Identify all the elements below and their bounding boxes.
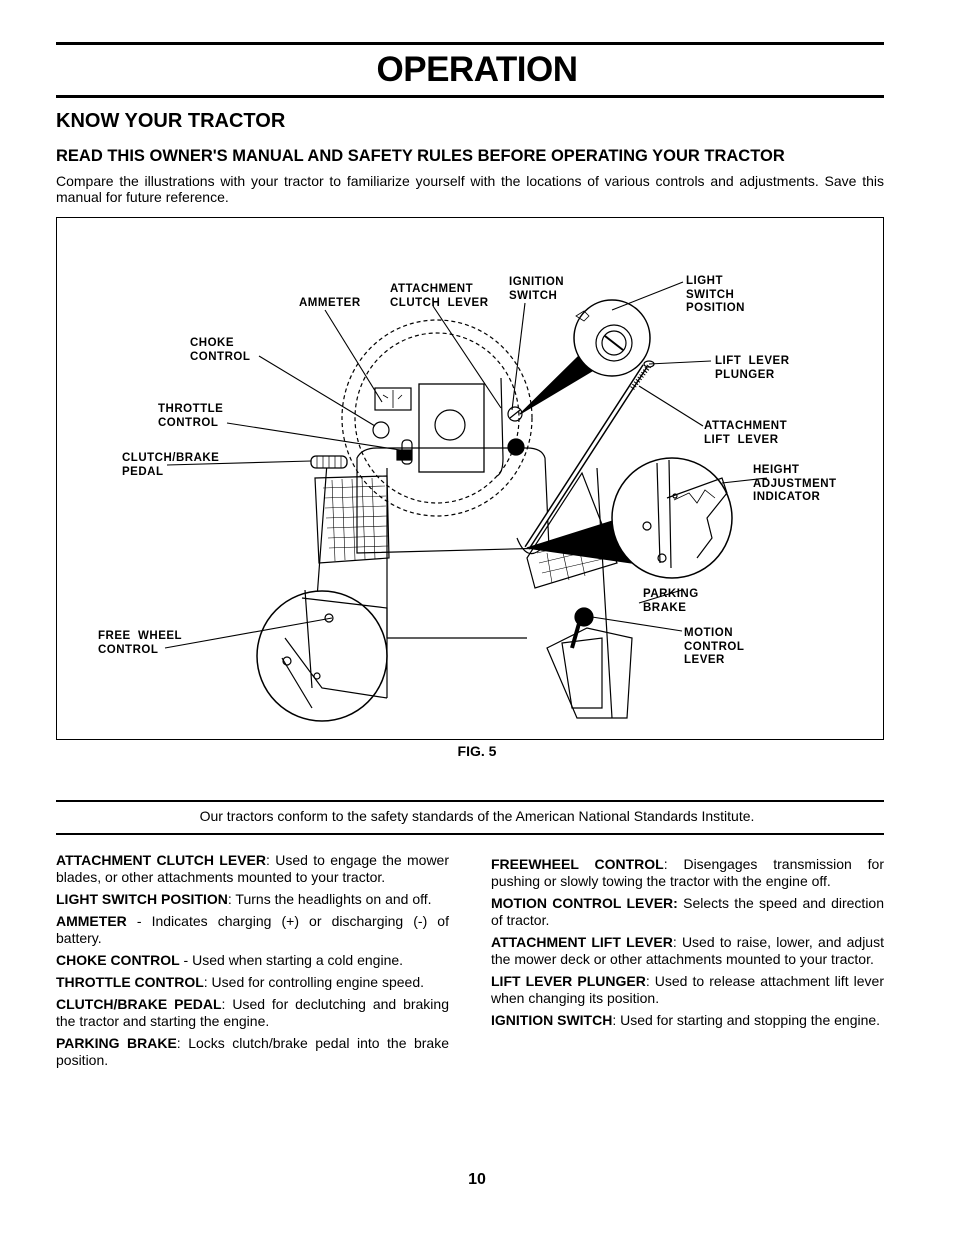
attachment-clutch-knob	[507, 438, 525, 456]
right-floor-mat	[526, 471, 618, 589]
label-attachment-lift-lever: ATTACHMENT LIFT LEVER	[704, 420, 788, 446]
description-item: PARKING BRAKE: Locks clutch/brake pedal …	[56, 1035, 450, 1068]
description-term: THROTTLE CONTROL	[56, 974, 204, 990]
label-parking-brake: PARKING BRAKE	[643, 588, 699, 614]
label-lift-lever-plunger: LIFT LEVER PLUNGER	[715, 355, 790, 381]
label-free-wheel-control: FREE WHEEL CONTROL	[98, 630, 183, 656]
description-term: IGNITION SWITCH	[491, 1012, 613, 1028]
description-item: IGNITION SWITCH: Used for starting and s…	[491, 1012, 881, 1028]
label-leader-lines	[164, 281, 768, 649]
description-term: MOTION CONTROL LEVER:	[491, 895, 678, 911]
description-item: LIFT LEVER PLUNGER: Used to release atta…	[491, 973, 884, 1006]
descriptions-right-column: FREEWHEEL CONTROL: Disengages transmissi…	[491, 856, 884, 1034]
section-heading: KNOW YOUR TRACTOR	[56, 110, 286, 132]
label-ignition-switch: IGNITION SWITCH	[509, 276, 565, 302]
figure-caption: FIG. 5	[457, 743, 497, 759]
description-text: Used to engage the mower blades, or othe…	[56, 852, 450, 885]
page-number: 10	[468, 1171, 486, 1188]
choke-knob	[372, 421, 390, 439]
description-term: ATTACHMENT LIFT LEVER	[491, 934, 673, 950]
ansi-notice: Our tractors conform to the safety stand…	[199, 808, 755, 824]
description-term: ATTACHMENT CLUTCH LEVER	[56, 852, 266, 868]
description-item: MOTION CONTROL LEVER: Selects the speed …	[491, 895, 884, 929]
description-item: ATTACHMENT CLUTCH LEVER: Used to engage …	[56, 852, 450, 885]
ignition-housing	[496, 377, 504, 477]
notice-bottom-rule	[56, 833, 884, 835]
label-motion-control-lever: MOTION CONTROL LEVER	[684, 627, 745, 666]
motion-control-housing	[546, 627, 633, 719]
description-text: Locks clutch/brake pedal into the brake …	[56, 1035, 450, 1068]
notice-top-rule	[56, 800, 884, 802]
description-term: CLUTCH/BRAKE PEDAL	[56, 996, 222, 1012]
top-rule	[56, 42, 884, 45]
left-floor-mat	[314, 475, 390, 564]
description-text: Used for controlling engine speed.	[211, 974, 425, 990]
intro-paragraph: Compare the illustrations with your trac…	[56, 173, 884, 205]
description-text: Used for declutching and braking the tra…	[56, 996, 449, 1029]
description-item: THROTTLE CONTROL: Used for controlling e…	[56, 974, 425, 990]
description-term: LIGHT SWITCH POSITION	[56, 891, 228, 907]
safety-subheading: READ THIS OWNER'S MANUAL AND SAFETY RULE…	[56, 147, 785, 165]
description-item: CHOKE CONTROL - Used when starting a col…	[56, 952, 404, 968]
tractor-body-lines	[316, 462, 613, 719]
tractor-illustration	[164, 281, 768, 722]
description-text: Used to release attachment lift lever wh…	[491, 973, 884, 1006]
free-wheel-detail-circle	[256, 590, 388, 722]
ignition-detail-circle	[573, 299, 651, 377]
ammeter-gauge	[374, 387, 412, 411]
description-text: Disengages transmission for pushing or s…	[491, 856, 885, 889]
label-choke-control: CHOKE CONTROL	[190, 337, 251, 363]
title-underline	[56, 95, 884, 98]
description-term: PARKING BRAKE	[56, 1035, 177, 1051]
description-text: Indicates charging (+) or discharging (-…	[56, 913, 449, 946]
page-title: OPERATION	[376, 50, 578, 89]
ignition-key	[507, 406, 523, 422]
description-item: ATTACHMENT LIFT LEVER: Used to raise, lo…	[491, 934, 884, 967]
steering-console-outline	[341, 319, 533, 517]
console-panel	[418, 383, 485, 473]
descriptions-left-column: ATTACHMENT CLUTCH LEVER: Used to engage …	[56, 852, 449, 1074]
description-item: FREEWHEEL CONTROL: Disengages transmissi…	[491, 856, 885, 889]
description-term: LIFT LEVER PLUNGER	[491, 973, 646, 989]
description-term: FREEWHEEL CONTROL	[491, 856, 664, 872]
description-item: AMMETER - Indicates charging (+) or disc…	[56, 913, 449, 946]
label-height-adjustment-indicator: HEIGHT ADJUSTMENT INDICATOR	[753, 464, 837, 503]
label-attachment-clutch-lever: ATTACHMENT CLUTCH LEVER	[390, 283, 489, 309]
description-text: Selects the speed and direction of tract…	[491, 895, 885, 928]
label-light-switch-position: LIGHT SWITCH POSITION	[686, 275, 745, 314]
height-detail-circle	[611, 457, 733, 579]
description-text: Used for starting and stopping the engin…	[620, 1012, 881, 1028]
motion-control-knob	[574, 607, 594, 627]
description-item: LIGHT SWITCH POSITION: Turns the headlig…	[56, 891, 432, 907]
description-text: Turns the headlights on and off.	[235, 891, 432, 907]
description-term: AMMETER	[56, 913, 127, 929]
label-ammeter: AMMETER	[299, 297, 361, 309]
throttle-knob	[396, 449, 412, 461]
label-clutch-brake-pedal: CLUTCH/BRAKE PEDAL	[122, 452, 220, 478]
description-text: Used when starting a cold engine.	[192, 952, 404, 968]
description-text: Used to raise, lower, and adjust the mow…	[491, 934, 884, 967]
description-term: CHOKE CONTROL	[56, 952, 180, 968]
description-item: CLUTCH/BRAKE PEDAL: Used for declutching…	[56, 996, 449, 1029]
label-throttle-control: THROTTLE CONTROL	[158, 403, 224, 429]
tractor-controls-figure: AMMETER ATTACHMENT CLUTCH LEVER IGNITION…	[56, 217, 884, 740]
